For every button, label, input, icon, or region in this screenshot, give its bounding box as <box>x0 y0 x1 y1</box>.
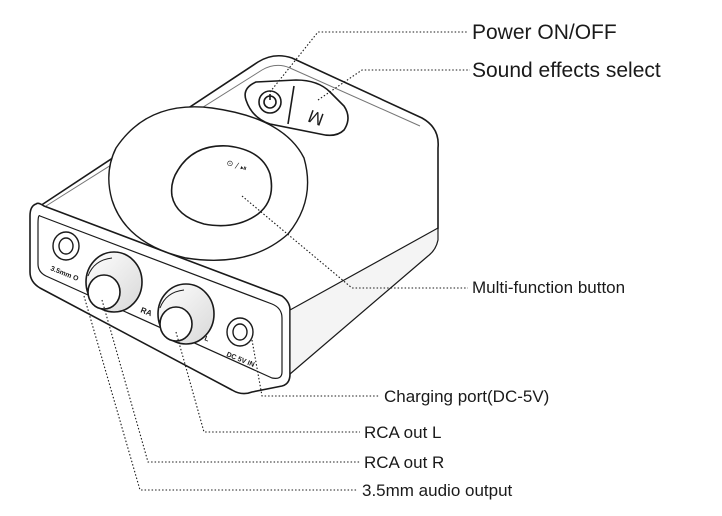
label-rca-r: RCA out R <box>364 453 445 472</box>
side-face <box>289 227 439 375</box>
l-mark: L <box>203 335 210 343</box>
label-power: Power ON/OFF <box>472 21 617 44</box>
leader-audio <box>83 295 358 491</box>
mode-button-label[interactable]: M <box>305 106 326 130</box>
button-pill <box>244 79 349 137</box>
label-sound-effects: Sound effects select <box>472 59 661 82</box>
rca-r-knob <box>85 251 143 313</box>
leader-lines <box>83 31 470 491</box>
top-controls <box>108 79 349 261</box>
leader-rca-r <box>101 299 360 463</box>
pill-divider <box>287 85 295 125</box>
power-icon[interactable] <box>258 90 282 114</box>
rca-label: RA <box>139 306 153 319</box>
label-multi-function: Multi-function button <box>472 278 626 297</box>
leader-power <box>269 31 468 93</box>
multi-function-button <box>170 145 273 227</box>
leader-sound <box>317 69 470 101</box>
leader-multi <box>241 195 468 289</box>
leader-charging <box>251 339 380 397</box>
audio-jack <box>52 231 80 261</box>
rca-l-knob <box>157 283 215 345</box>
label-rca-l: RCA out L <box>364 423 442 442</box>
leader-rca-l <box>175 331 360 433</box>
label-charging-port: Charging port(DC-5V) <box>384 387 550 406</box>
label-audio-output: 3.5mm audio output <box>362 481 513 500</box>
dc-port <box>226 317 254 347</box>
